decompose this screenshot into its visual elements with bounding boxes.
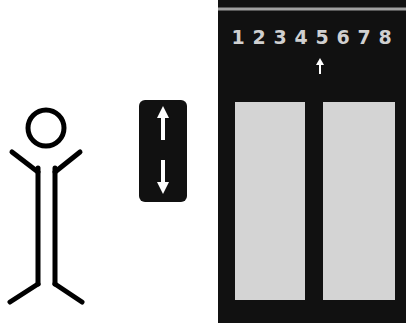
floor-number: 1 [228, 26, 248, 48]
elevator [218, 0, 406, 323]
down-arrow-head [157, 182, 169, 194]
call-button-panel [139, 100, 187, 202]
floor-number: 6 [333, 26, 353, 48]
figure-arm-left [12, 152, 38, 172]
figure-leg-left [10, 284, 38, 302]
elevator-door-right [323, 102, 395, 300]
elevator-frame [218, 0, 406, 323]
figure-body-right [53, 168, 58, 284]
figure-body-left [36, 168, 41, 284]
up-arrow-head [157, 106, 169, 118]
floor-number: 5 [312, 26, 332, 48]
figure-arm-right [55, 152, 80, 172]
figure-head [28, 110, 64, 146]
elevator-top-band [218, 8, 406, 11]
elevator-door-left [235, 102, 305, 300]
floor-number: 8 [375, 26, 395, 48]
figure-leg-right [55, 284, 82, 302]
button-panel [139, 100, 187, 202]
floor-number: 3 [270, 26, 290, 48]
floor-number: 7 [354, 26, 374, 48]
floor-number: 4 [291, 26, 311, 48]
floor-pointer-head [316, 58, 324, 65]
floor-number: 2 [249, 26, 269, 48]
stick-figure [10, 110, 82, 302]
